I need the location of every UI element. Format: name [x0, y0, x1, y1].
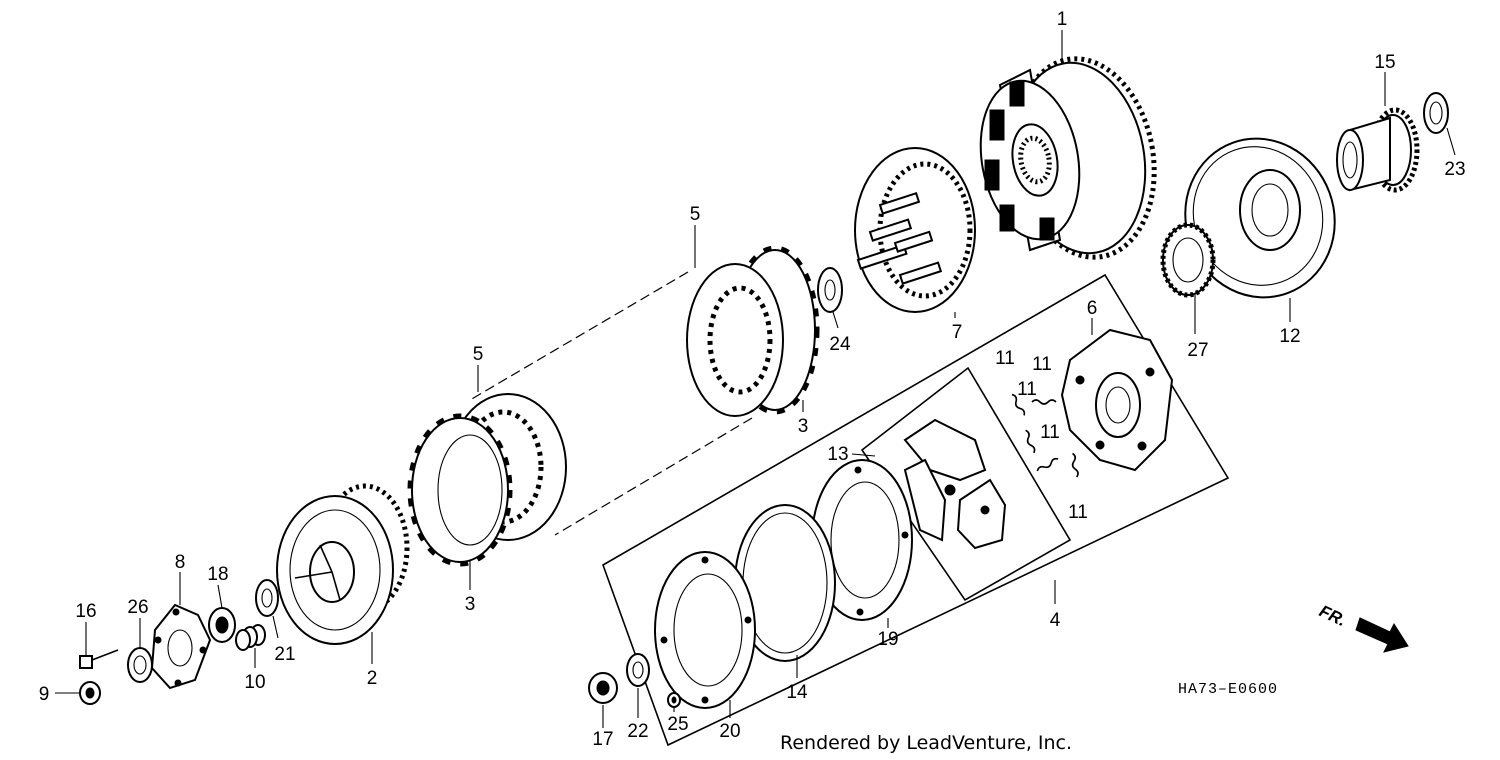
callout-20: 20	[719, 721, 740, 742]
callout-4: 4	[1050, 610, 1061, 631]
part-6-weight-plate[interactable]	[1060, 328, 1174, 472]
leader-lines	[55, 30, 1456, 728]
part-26-bearing[interactable]	[127, 647, 153, 683]
front-arrow-icon	[1355, 617, 1409, 653]
part-11-springs[interactable]	[1010, 393, 1079, 478]
callout-12: 12	[1279, 326, 1300, 347]
callout-8: 8	[175, 552, 186, 573]
part-24-washer[interactable]	[817, 267, 843, 313]
callout-26: 26	[127, 597, 148, 618]
callout-numbers: 1 15 23 12 27 7 24 5 5 3 3 2 21 10 18 8 …	[39, 9, 1466, 750]
part-1-clutch-outer[interactable]	[969, 48, 1169, 269]
part-16-bolt[interactable]	[79, 649, 119, 669]
callout-25: 25	[667, 714, 688, 735]
callout-24: 24	[829, 334, 851, 355]
callout-1: 1	[1057, 9, 1068, 30]
callout-18: 18	[207, 564, 228, 585]
guide-line-top	[469, 271, 689, 401]
callout-27: 27	[1187, 340, 1208, 361]
part-23-washer[interactable]	[1423, 92, 1449, 134]
part-20-plate[interactable]	[654, 551, 756, 709]
callout-11-a: 11	[995, 348, 1015, 369]
kit-box-part-13	[860, 366, 1072, 602]
callout-6: 6	[1087, 298, 1098, 319]
callout-21: 21	[274, 644, 295, 665]
part-12-drum[interactable]	[1163, 118, 1357, 319]
part-17-nut[interactable]	[588, 672, 618, 704]
callout-3-upper: 3	[798, 416, 809, 437]
callout-5-upper: 5	[690, 204, 701, 225]
front-direction-marker: FR.	[1316, 601, 1409, 653]
part-5-clutch-plate-upper[interactable]	[686, 263, 784, 417]
callout-16: 16	[75, 601, 96, 622]
part-9-nut[interactable]	[79, 681, 101, 705]
part-2-drive-plate[interactable]	[276, 483, 410, 645]
diagram-code: HA73–E0600	[1178, 681, 1278, 698]
callout-11-d: 11	[1040, 422, 1060, 443]
part-15-gear[interactable]	[1336, 107, 1420, 193]
callout-14: 14	[786, 682, 808, 703]
callout-13: 13	[827, 444, 848, 465]
part-13-clutch-weights[interactable]	[903, 418, 1007, 550]
callout-9: 9	[39, 684, 50, 705]
callout-2: 2	[367, 668, 378, 689]
render-credit: Rendered by LeadVenture, Inc.	[780, 732, 1072, 754]
callout-11-c: 11	[1017, 379, 1037, 400]
callout-11-e: 11	[1068, 502, 1088, 523]
callout-10: 10	[244, 672, 265, 693]
part-22-washer[interactable]	[626, 653, 650, 687]
callout-15: 15	[1374, 52, 1395, 73]
part-7-pressure-plate[interactable]	[854, 147, 976, 313]
part-25-nut[interactable]	[667, 692, 681, 708]
part-10-spring-collar[interactable]	[235, 624, 266, 651]
kit-box-part-4	[602, 273, 1230, 747]
part-8-plate[interactable]	[150, 603, 212, 690]
callout-3-lower: 3	[465, 594, 476, 615]
front-label: FR.	[1316, 601, 1349, 630]
guide-line-bottom	[554, 417, 753, 536]
part-3-friction-disc-lower[interactable]	[407, 413, 513, 567]
part-21-washer[interactable]	[255, 579, 279, 617]
callout-7: 7	[952, 322, 963, 343]
part-27-one-way-clutch[interactable]	[1160, 222, 1216, 298]
callout-23: 23	[1444, 159, 1465, 180]
part-18-nut[interactable]	[208, 607, 236, 643]
callout-11-b: 11	[1032, 354, 1052, 375]
callout-22: 22	[627, 721, 648, 742]
callout-17: 17	[592, 729, 613, 750]
callout-5-lower: 5	[473, 344, 484, 365]
callout-19: 19	[877, 629, 898, 650]
